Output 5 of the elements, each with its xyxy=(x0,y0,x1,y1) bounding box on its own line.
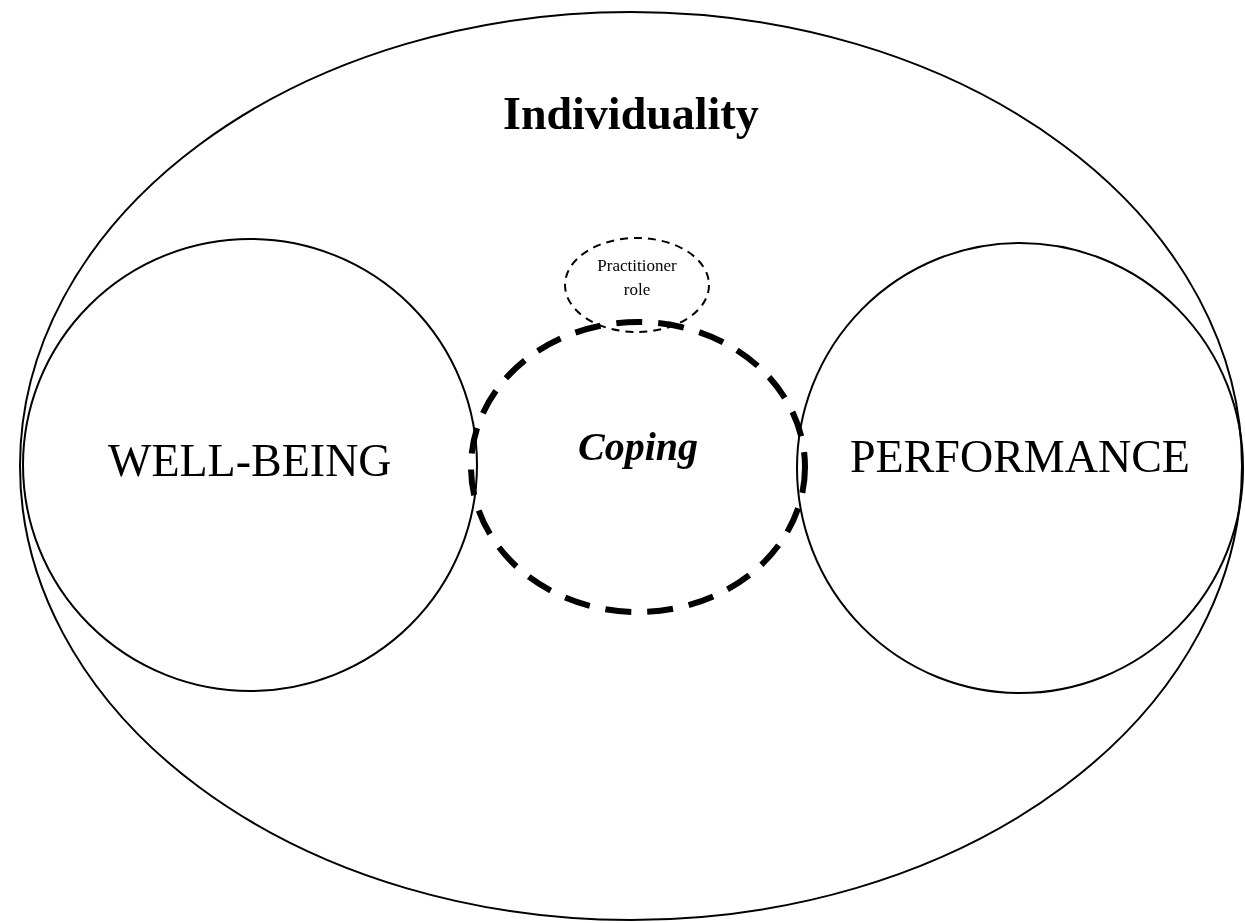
heading: Individuality xyxy=(503,86,759,140)
circle-label: WELL-BEING xyxy=(108,433,392,487)
circle-label: Coping xyxy=(578,422,699,470)
circle-label: Practitioner role xyxy=(596,254,678,302)
circle-label: PERFORMANCE xyxy=(850,429,1190,483)
